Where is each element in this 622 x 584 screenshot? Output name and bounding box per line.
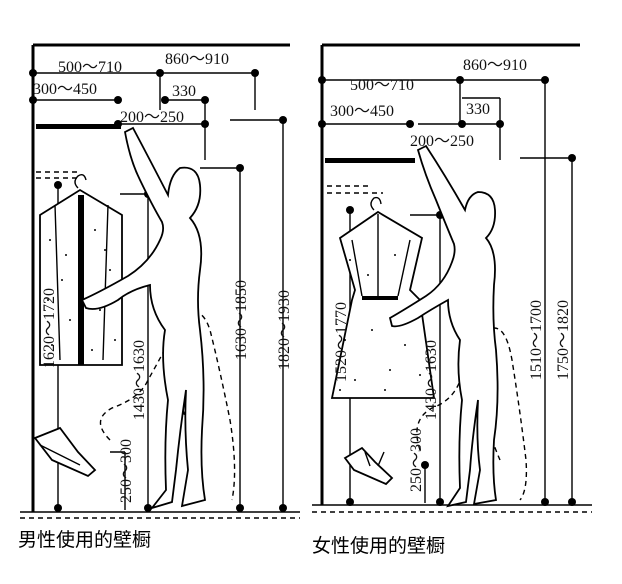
women-dim-1520-1770: 1520～1770 [333, 302, 350, 382]
men-dim-1430-1630: 1430～1630 [131, 340, 148, 420]
women-dim-500-710: 500～710 [350, 77, 414, 94]
women-caption: 女性使用的壁橱 [312, 535, 445, 557]
women-dim-250-300: 250～300 [408, 428, 425, 492]
men-dim-300-450: 300～450 [33, 81, 97, 98]
men-dim-330: 330 [172, 83, 196, 100]
women-shoe [343, 446, 394, 486]
men-rail-dash [36, 171, 80, 179]
men-wardrobe-frame [31, 43, 290, 512]
women-dim-1750-1820: 1750～1820 [555, 300, 572, 380]
women-dim-860-910: 860～910 [463, 57, 527, 74]
men-dim-lines-h [33, 72, 256, 160]
women-dim-200-250: 200～250 [410, 133, 474, 150]
men-dim-1620-1720: 1620～1720 [41, 288, 58, 368]
women-dim-330: 330 [466, 101, 490, 118]
men-dim-250-300: 250～300 [118, 439, 135, 503]
women-dim-300-450: 300～450 [330, 103, 394, 120]
men-dim-1630-1850: 1630～1850 [233, 280, 250, 360]
men-shelf [36, 124, 121, 129]
men-figure [80, 126, 207, 510]
men-dim-860-910: 860～910 [165, 51, 229, 68]
women-figure [388, 144, 499, 508]
women-dim-lines-h [322, 79, 545, 160]
men-dim-500-710: 500～710 [58, 59, 122, 76]
men-shoe [33, 426, 97, 478]
men-dim-1820-1930: 1820～1930 [276, 290, 293, 370]
women-rail-dash [327, 185, 383, 194]
men-caption: 男性使用的壁橱 [18, 529, 151, 551]
women-dim-1510-1700: 1510～1700 [528, 300, 545, 380]
men-dim-200-250: 200～250 [120, 109, 184, 126]
women-panel [312, 43, 592, 513]
women-dress [330, 196, 436, 399]
women-dim-1430-1630: 1430～1630 [423, 340, 440, 420]
men-panel [20, 43, 300, 519]
women-shelf [325, 158, 415, 163]
